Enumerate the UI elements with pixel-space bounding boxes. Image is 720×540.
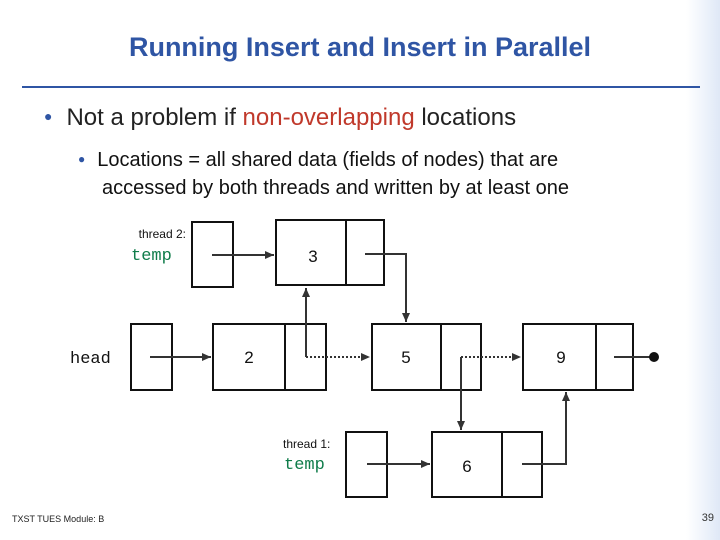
node-3-value: 3 xyxy=(308,247,317,266)
bullet-dot-icon: ● xyxy=(44,108,53,124)
head-label: head xyxy=(70,350,111,369)
bullet-level-1: ● Not a problem if non-overlapping locati… xyxy=(44,104,516,132)
node-2-value: 2 xyxy=(244,348,253,367)
bullet1-text-end: locations xyxy=(414,104,517,131)
bullet1-highlight: non-overlapping xyxy=(242,104,415,131)
thread1-label: thread 1: xyxy=(283,437,330,451)
page-number: 39 xyxy=(701,512,714,524)
null-pointer-dot-icon xyxy=(649,352,659,362)
bullet2-line1: Locations = all shared data (fields of n… xyxy=(97,149,559,171)
thread1-temp-var: temp xyxy=(284,456,325,475)
thread2-temp-var: temp xyxy=(131,247,172,266)
right-edge-decoration xyxy=(686,0,720,540)
node-5-value: 5 xyxy=(401,348,410,367)
bullet-level-2: ● Locations = all shared data (fields of … xyxy=(78,147,678,201)
slide-title: Running Insert and Insert in Parallel xyxy=(128,32,592,62)
thread2-label: thread 2: xyxy=(139,227,186,241)
node-3-next-box xyxy=(345,219,385,286)
node-9-value: 9 xyxy=(556,348,565,367)
title-divider xyxy=(22,86,700,88)
footer-module-label: TXST TUES Module: B xyxy=(12,514,105,524)
node3-next-to-node5-arrow xyxy=(365,253,410,322)
bullet2-line2: accessed by both threads and written by … xyxy=(102,177,569,199)
bullet-dot-icon: ● xyxy=(78,152,86,166)
node6-next-to-node9-arrow xyxy=(522,392,570,465)
bullet1-text-start: Not a problem if xyxy=(66,104,243,131)
node-6-value: 6 xyxy=(462,457,471,476)
